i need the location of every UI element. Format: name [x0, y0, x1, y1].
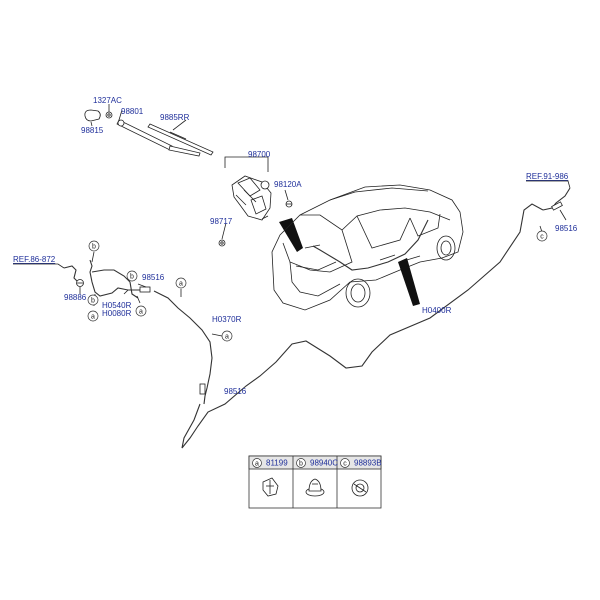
svg-text:c: c: [343, 461, 347, 468]
connector-98516-right: [551, 201, 563, 211]
label-H0370R: H0370R: [212, 315, 242, 324]
svg-text:b: b: [92, 244, 96, 251]
joint-98886: [76, 279, 84, 287]
hose-in-vehicle: [312, 219, 429, 271]
ref-right: REF.91-986: [526, 172, 569, 181]
svg-text:b: b: [130, 274, 134, 281]
ref-left: REF.86-872: [13, 255, 56, 264]
callout-b-1: b: [88, 240, 100, 252]
pointer-motor: [279, 218, 303, 252]
callout-a-3: a: [175, 277, 187, 289]
hose-H0540R: [89, 259, 150, 297]
legend-b-part: 98940C: [310, 459, 338, 468]
callout-a-1: a: [87, 310, 99, 322]
label-H0540R: H0540R: [102, 301, 132, 310]
svg-text:a: a: [255, 461, 259, 468]
label-98120A: 98120A: [274, 180, 302, 189]
hose-ref-left: [63, 265, 79, 283]
nut-98717: [218, 239, 226, 247]
callout-c-1: c: [536, 230, 548, 242]
wiper-motor-98700: [231, 175, 272, 221]
svg-text:a: a: [139, 309, 143, 316]
grommet-98940C-icon: [305, 478, 325, 497]
legend-table: a 81199 b 98940C c 98893B: [248, 455, 382, 509]
hose-H0080R: [91, 269, 139, 299]
svg-text:a: a: [179, 281, 183, 288]
svg-text:a: a: [91, 314, 95, 321]
grommet-98120A: [285, 200, 293, 208]
bracket-98700: [224, 156, 269, 172]
callout-b-3: b: [126, 270, 138, 282]
pointer-hose: [398, 258, 420, 306]
svg-text:c: c: [540, 234, 544, 241]
connector-98516-bottom: [199, 383, 206, 395]
legend-c: c 98893B: [340, 458, 382, 497]
callout-a-2: a: [135, 305, 147, 317]
hose-end-right: [542, 187, 571, 211]
svg-text:b: b: [299, 461, 303, 468]
nut-1327AC: [105, 111, 113, 119]
label-98700: 98700: [248, 150, 271, 159]
legend-b: b 98940C: [296, 458, 338, 497]
label-98801: 98801: [121, 107, 144, 116]
grommet-98893B-icon: [351, 479, 369, 497]
svg-text:b: b: [91, 298, 95, 305]
hose-H0370R: [153, 290, 213, 405]
label-H0400R: H0400R: [422, 306, 452, 315]
wiper-arm-98801: [116, 119, 201, 157]
legend-c-part: 98893B: [354, 459, 382, 468]
legend-a-part: 81199: [266, 459, 288, 468]
label-98516-right: 98516: [555, 224, 578, 233]
label-H0080R: H0080R: [102, 309, 132, 318]
wiper-blade-9885RR: [147, 123, 214, 156]
label-98717: 98717: [210, 217, 233, 226]
label-98516-bottom: 98516: [224, 387, 247, 396]
label-98815: 98815: [81, 126, 104, 135]
label-98516-left: 98516: [142, 273, 165, 282]
cap-98815: [84, 109, 101, 122]
suv-vehicle: [271, 184, 464, 311]
svg-text:a: a: [225, 334, 229, 341]
legend-a: a 81199: [252, 458, 288, 497]
callout-b-2: b: [87, 294, 99, 306]
label-9885RR: 9885RR: [160, 113, 190, 122]
connector-98516-left: [139, 286, 151, 293]
hose-H0400R: [181, 203, 544, 449]
callout-a-4: a: [221, 330, 233, 342]
label-98886: 98886: [64, 293, 87, 302]
label-1327AC: 1327AC: [93, 96, 122, 105]
clip-81199-icon: [262, 477, 279, 497]
